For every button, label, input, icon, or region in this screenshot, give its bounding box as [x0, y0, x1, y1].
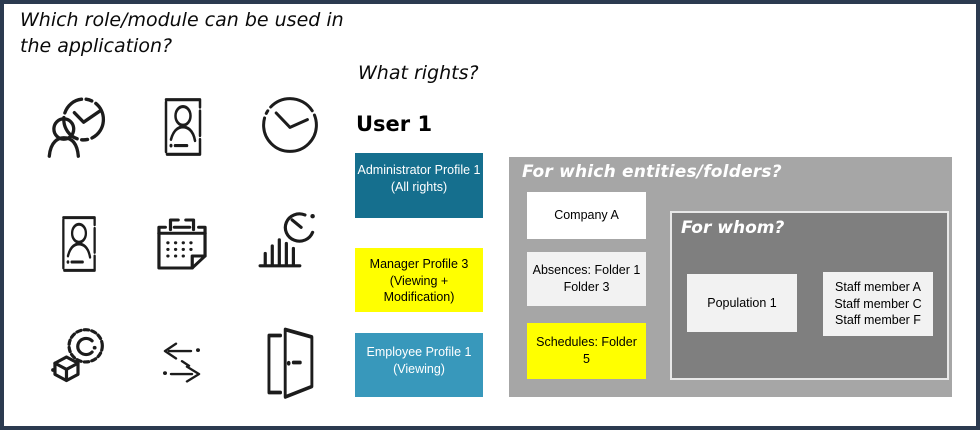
entity-label: Absences: Folder 1 Folder 3: [532, 263, 641, 294]
profile-box-manager: Manager Profile 3 (Viewing + Modificatio…: [355, 248, 483, 312]
staff-members-box: Staff member A Staff member C Staff memb…: [823, 272, 933, 336]
open-door-icon: [262, 325, 320, 400]
entity-box-company: Company A: [527, 192, 646, 239]
bar-chart-refresh-icon: [255, 210, 319, 272]
rights-heading: What rights?: [358, 62, 479, 84]
profile-box-administrator: Administrator Profile 1 (All rights): [355, 153, 483, 218]
for-whom-heading: For whom?: [681, 218, 785, 238]
user-label: User 1: [356, 112, 433, 136]
entity-box-absences: Absences: Folder 1 Folder 3: [527, 252, 646, 306]
id-card-icon: [56, 214, 102, 274]
cube-gear-icon: [46, 326, 110, 388]
profile-box-employee: Employee Profile 1 (Viewing): [355, 333, 483, 397]
clock-icon: [260, 95, 320, 155]
population-label: Population 1: [707, 295, 777, 310]
profile-label: Administrator Profile 1 (All rights): [357, 163, 481, 194]
staff-member-label: Staff member F: [835, 313, 921, 328]
entity-label: Schedules: Folder 5: [536, 335, 637, 366]
profile-card-icon: [158, 96, 208, 158]
staff-member-label: Staff member C: [834, 296, 922, 311]
profile-label: Manager Profile 3 (Viewing + Modificatio…: [369, 257, 469, 304]
calendar-icon: [150, 214, 214, 274]
swap-arrows-icon: [158, 340, 208, 386]
entity-label: Company A: [554, 208, 619, 223]
population-box: Population 1: [687, 274, 797, 332]
entity-box-schedules: Schedules: Folder 5: [527, 323, 646, 379]
slide-title: Which role/module can be used in the app…: [20, 9, 344, 57]
staff-member-label: Staff member A: [835, 279, 921, 294]
entities-heading: For which entities/folders?: [522, 162, 782, 182]
profile-label: Employee Profile 1 (Viewing): [366, 345, 472, 376]
person-clock-icon: [44, 95, 110, 163]
